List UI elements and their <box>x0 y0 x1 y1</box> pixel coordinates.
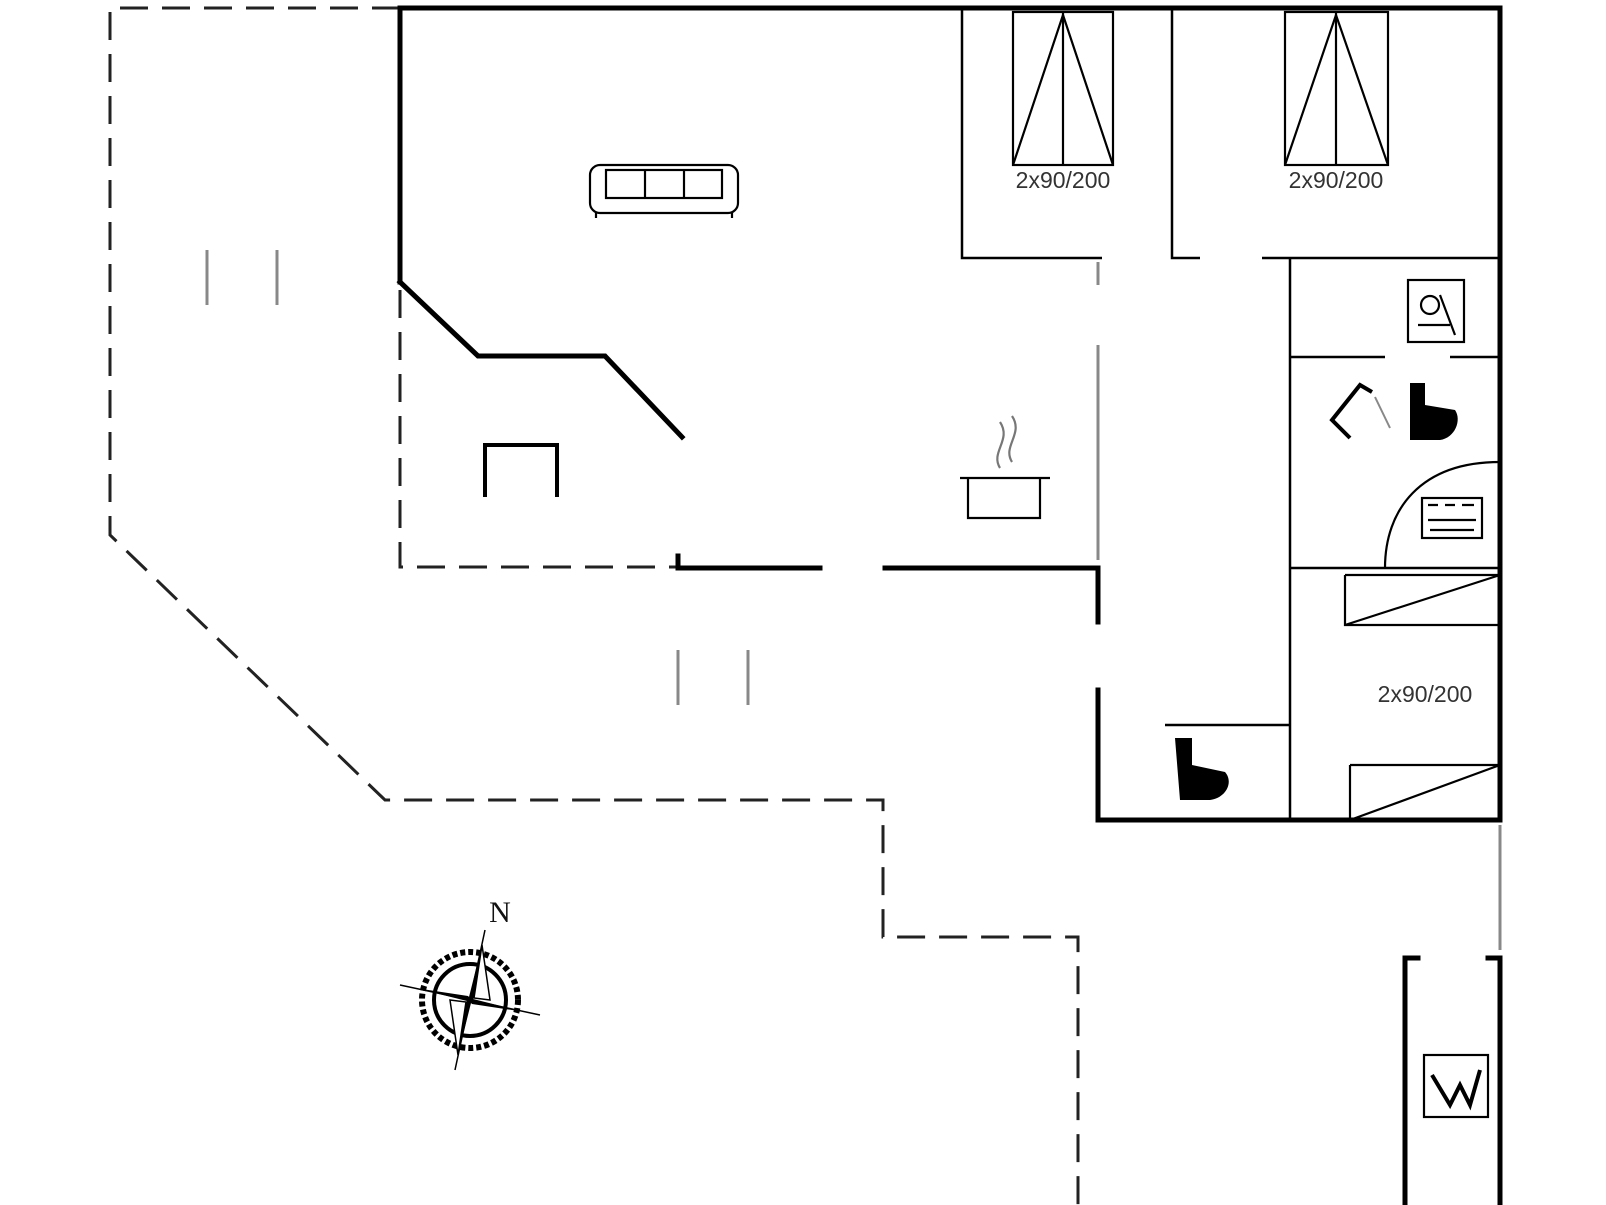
washing-machine-icon <box>1406 278 1466 344</box>
sofa-icon <box>588 163 740 218</box>
terrace-outline <box>108 6 1080 1205</box>
toilet-icon <box>1410 383 1458 440</box>
compass-rose-icon <box>399 929 541 1071</box>
bed-icon <box>1283 10 1390 167</box>
bed-size-label: 2x90/200 <box>1016 167 1111 193</box>
bed-icon <box>1011 10 1115 167</box>
interior-walls <box>960 8 1502 950</box>
bed-size-label: 2x90/200 <box>1378 681 1473 707</box>
toilet-icon <box>1175 738 1229 800</box>
stove-pot-icon <box>960 415 1050 520</box>
heater-icon <box>1422 1053 1490 1119</box>
bed-icon <box>1343 573 1501 822</box>
bed-size-label: 2x90/200 <box>1289 167 1384 193</box>
door-markers <box>205 250 750 705</box>
fireplace-icon <box>483 443 559 497</box>
shower-icon <box>1329 382 1391 440</box>
exterior-walls <box>396 5 1503 1205</box>
sauna-icon <box>1383 460 1501 569</box>
compass-north-label: N <box>489 896 511 929</box>
